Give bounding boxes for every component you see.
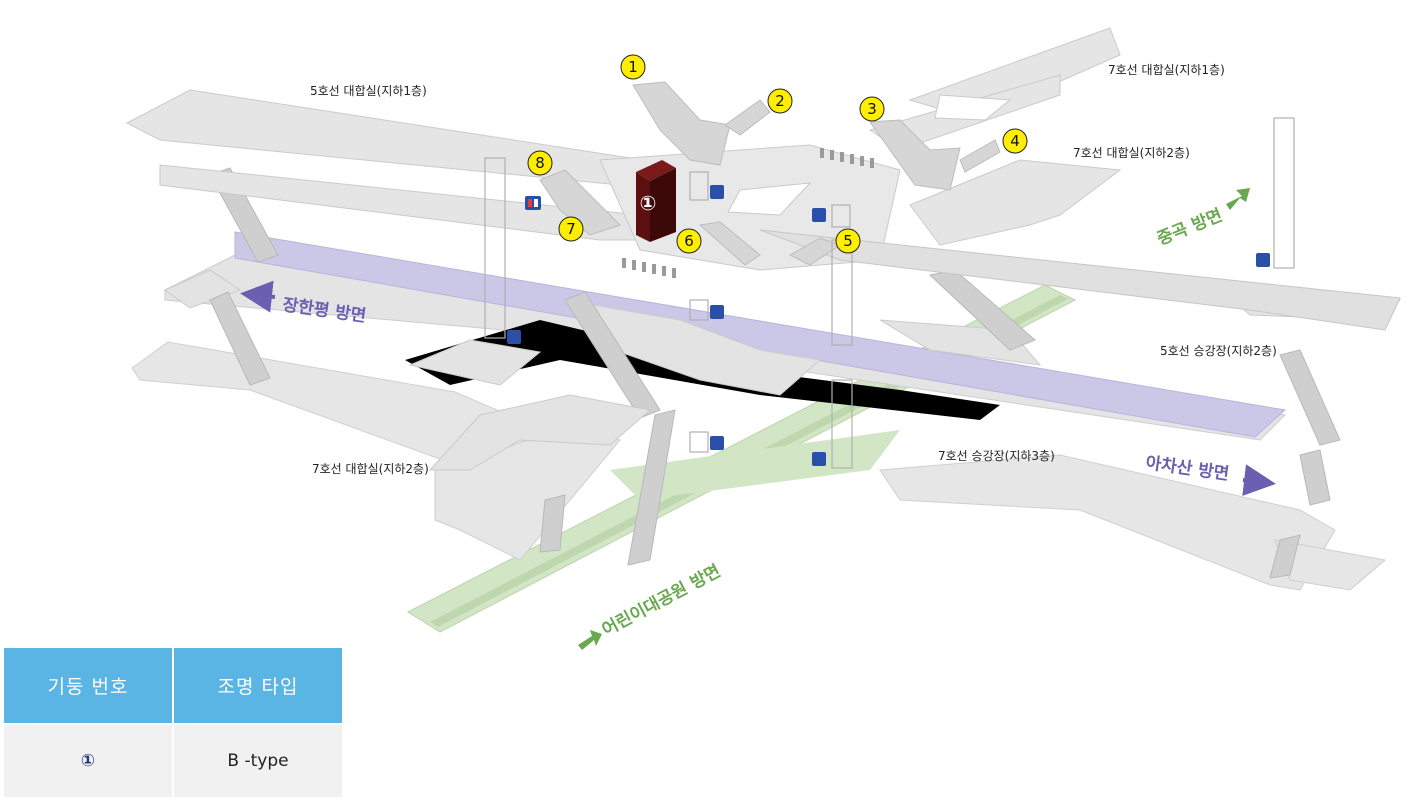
cell-lighting-type: B -type: [172, 723, 344, 799]
exit-7-marker: 7: [558, 216, 584, 242]
header-pillar-number: 기둥 번호: [2, 646, 174, 725]
pillar-lighting-table: 기둥 번호 조명 타입 ① B -type: [2, 646, 344, 799]
elevator-icon: [1256, 253, 1270, 267]
escalators: [622, 148, 874, 278]
exit-4-marker: 4: [1002, 128, 1028, 154]
label-line7-platform-b3: 7호선 승강장(지하3층): [938, 449, 1055, 463]
exit-2-marker: 2: [767, 88, 793, 114]
restroom-icon: [525, 196, 541, 210]
svg-text:중곡 방면: 중곡 방면: [1154, 205, 1225, 249]
elevator-icon: [507, 330, 521, 344]
label-line7-concourse-b2-right: 7호선 대합실(지하2층): [1073, 146, 1190, 160]
exit-8-marker: 8: [527, 150, 553, 176]
exit-5-marker: 5: [835, 228, 861, 254]
exit-stairs: [539, 81, 1001, 266]
elevator-icon: [812, 208, 826, 222]
svg-text:8: 8: [535, 154, 545, 172]
svg-text:2: 2: [775, 92, 785, 110]
svg-text:3: 3: [867, 100, 877, 118]
arrow-icon: [578, 630, 602, 650]
pillar-1-label: ①: [640, 191, 657, 215]
exit-1-marker: 1: [620, 54, 646, 80]
elevator-icon: [710, 305, 724, 319]
elevator-icon: [812, 452, 826, 466]
elevator-icon: [710, 436, 724, 450]
svg-text:5: 5: [843, 232, 853, 250]
header-lighting-type: 조명 타입: [172, 646, 344, 725]
direction-childrens-park: 어린이대공원 방면: [578, 561, 724, 650]
exit-3-marker: 3: [859, 96, 885, 122]
svg-text:어린이대공원 방면: 어린이대공원 방면: [599, 561, 724, 640]
label-line7-concourse-b1: 7호선 대합실(지하1층): [1108, 63, 1225, 77]
label-line5-concourse-b1: 5호선 대합실(지하1층): [310, 84, 427, 98]
label-line7-concourse-b2-left: 7호선 대합실(지하2층): [312, 462, 429, 476]
svg-text:6: 6: [684, 232, 694, 250]
stair-ramps: [209, 167, 1341, 579]
svg-text:7: 7: [566, 220, 576, 238]
elevator-shafts: [484, 117, 1295, 469]
elevator-icon: [710, 185, 724, 199]
direction-junggok: 중곡 방면: [1154, 188, 1250, 250]
label-line5-platform-b2: 5호선 승강장(지하2층): [1160, 344, 1277, 358]
cell-pillar-number: ①: [2, 723, 174, 799]
svg-text:4: 4: [1010, 132, 1020, 150]
exit-6-marker: 6: [676, 228, 702, 254]
elevator-icons: [507, 185, 1270, 466]
arrow-icon: [1226, 188, 1250, 210]
table-row: ① B -type: [2, 723, 344, 799]
svg-text:1: 1: [628, 58, 638, 76]
exit-markers: 1 2 3 4 5 6 7 8: [527, 54, 1028, 254]
pillar-1: ①: [636, 160, 676, 242]
